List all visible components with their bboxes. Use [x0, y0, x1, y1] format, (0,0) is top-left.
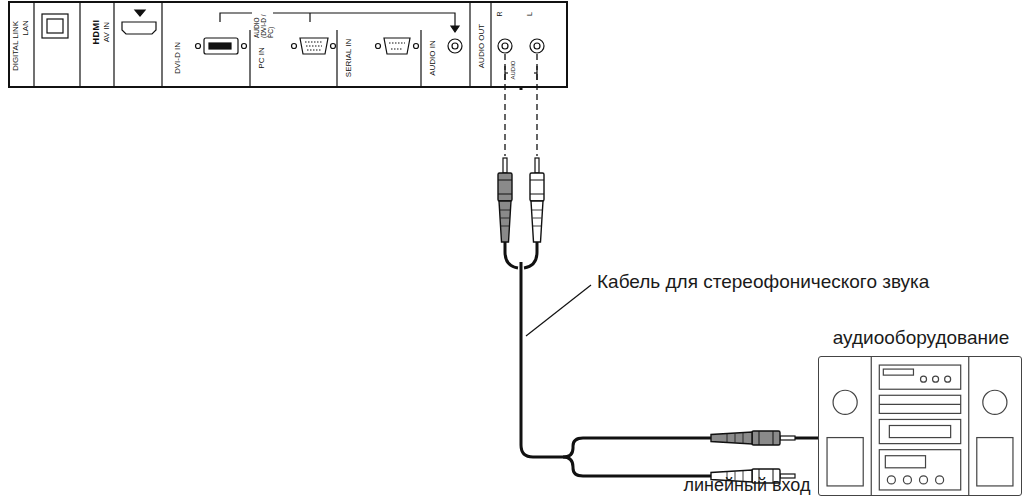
panel-ports — [34, 2, 544, 87]
device-part — [833, 390, 857, 414]
device-details — [827, 357, 1013, 495]
device-part — [903, 476, 911, 484]
cable-branch — [563, 457, 714, 476]
port-label: AUDIO (DVI-D / PC) — [254, 8, 274, 38]
device-part — [968, 357, 969, 495]
device-part — [879, 450, 960, 490]
stereo-system-drawing — [819, 357, 1021, 495]
device-part — [936, 476, 944, 484]
port-label: HDMI — [92, 20, 101, 45]
device-part — [879, 365, 960, 389]
cable-branch — [505, 242, 518, 268]
leader-line — [526, 285, 591, 336]
rca-plug — [498, 158, 512, 242]
device-part — [977, 438, 1013, 486]
port-label: SERIAL IN — [345, 39, 353, 77]
device-part — [871, 357, 872, 495]
device-part — [983, 390, 1007, 414]
port-label: AUDIO OUT — [478, 24, 486, 68]
device-part — [827, 438, 863, 486]
equipment-heading: аудиооборудование — [833, 327, 1010, 349]
port-label: L — [526, 12, 533, 16]
input-label: линейный вход — [684, 475, 811, 496]
port-label: LAN — [22, 20, 30, 36]
port-label: AUDIO IN — [429, 40, 437, 76]
device-part — [885, 456, 925, 468]
audio-equipment: аудиооборудование — [818, 356, 1022, 496]
device-part — [879, 395, 960, 413]
port-label: DVI-D IN — [174, 42, 182, 74]
dashed-guide — [505, 54, 537, 156]
port-label: PC IN — [258, 47, 266, 68]
device-part — [945, 376, 951, 382]
port-label: AUDIO — [510, 60, 516, 79]
port-label: R — [496, 11, 503, 16]
device-part — [887, 476, 895, 484]
port-label: AV IN — [103, 22, 111, 42]
rca-plug — [530, 158, 544, 242]
device-part — [879, 404, 960, 405]
device-part — [919, 476, 927, 484]
device-part — [889, 425, 950, 437]
device-part — [879, 419, 960, 443]
device-part — [921, 376, 927, 382]
rca-plug — [711, 431, 795, 445]
device-part — [883, 369, 913, 375]
cable-label: Кабель для стереофонического звука — [597, 271, 929, 293]
port-label: DIGITAL LINK — [12, 21, 20, 71]
device-part — [933, 376, 939, 382]
connector-panel: DIGITAL LINKLAN HDMIAV IN DVI-D IN AUDIO (D… — [8, 1, 568, 88]
cable-branch — [524, 242, 537, 268]
